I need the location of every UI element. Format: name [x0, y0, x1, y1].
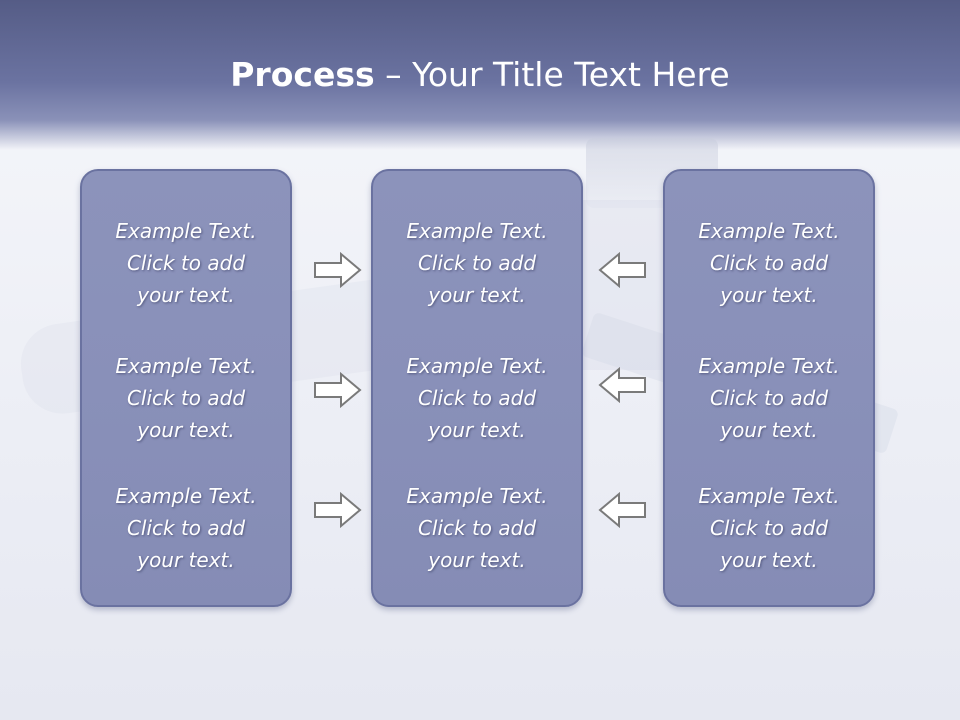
arrow-right-icon [314, 372, 362, 408]
box-text-2[interactable]: Example Text. Click to add your text. [698, 354, 840, 442]
slide-title[interactable]: Process – Your Title Text Here [0, 52, 960, 98]
arrow-left-icon [598, 252, 646, 288]
process-box-center[interactable]: Example Text. Click to add your text. Ex… [371, 169, 583, 607]
process-box-right[interactable]: Example Text. Click to add your text. Ex… [663, 169, 875, 607]
box-text-2[interactable]: Example Text. Click to add your text. [115, 354, 257, 442]
arrow-right-icon [314, 252, 362, 288]
process-box-left[interactable]: Example Text. Click to add your text. Ex… [80, 169, 292, 607]
arrow-left-icon [598, 492, 646, 528]
header-band [0, 0, 960, 150]
title-bold-part: Process [230, 55, 375, 94]
box-text-3[interactable]: Example Text. Click to add your text. [698, 484, 840, 572]
arrow-left-icon [598, 367, 646, 403]
box-text-1[interactable]: Example Text. Click to add your text. [115, 219, 257, 307]
box-text-1[interactable]: Example Text. Click to add your text. [406, 219, 548, 307]
box-text-3[interactable]: Example Text. Click to add your text. [406, 484, 548, 572]
title-rest-part: – Your Title Text Here [374, 55, 730, 94]
arrow-right-icon [314, 492, 362, 528]
box-text-2[interactable]: Example Text. Click to add your text. [406, 354, 548, 442]
box-text-1[interactable]: Example Text. Click to add your text. [698, 219, 840, 307]
box-text-3[interactable]: Example Text. Click to add your text. [115, 484, 257, 572]
